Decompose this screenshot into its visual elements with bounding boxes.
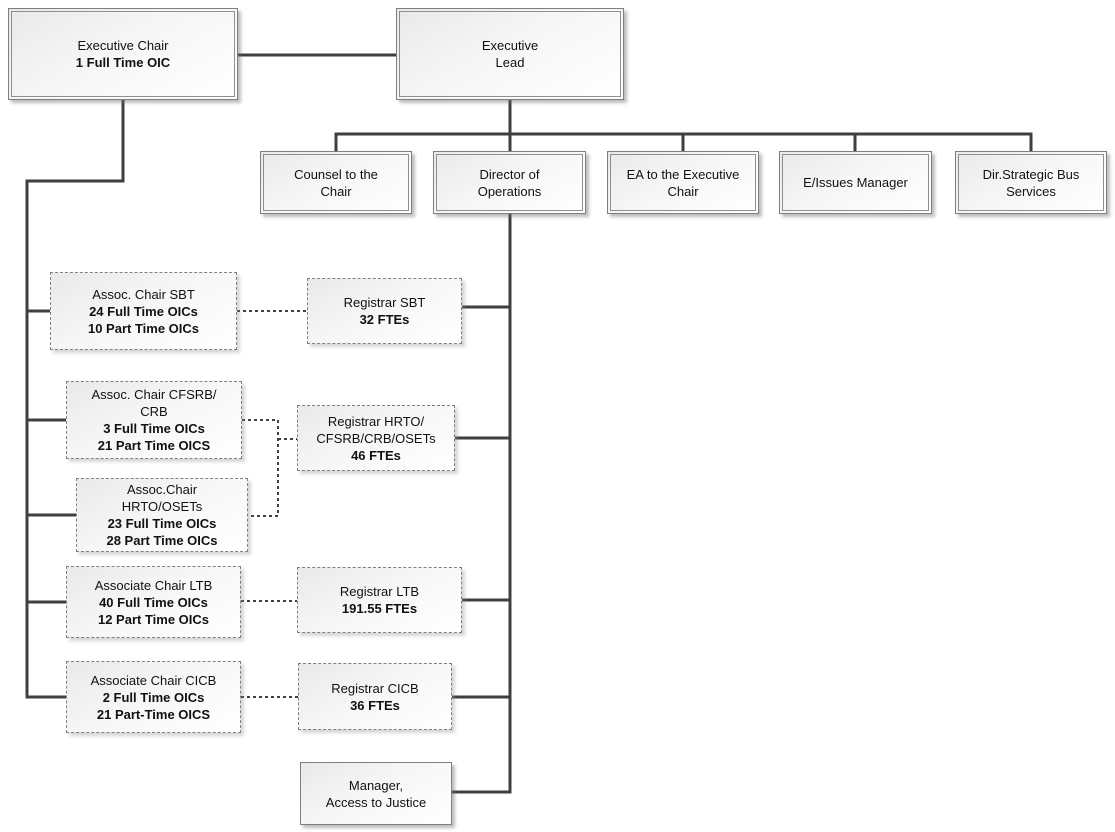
org-box-assoc-chair-hrto-osets: Assoc.Chair HRTO/OSETs 23 Full Time OICs… (76, 478, 248, 552)
box-title: CRB (140, 404, 168, 419)
connector-exec-chair-left-trunk (25, 100, 125, 699)
box-detail: 24 Full Time OICs (89, 303, 198, 319)
box-detail: 21 Part-Time OICS (96, 706, 211, 722)
org-box-associate-chair-cicb: Associate Chair CICB 2 Full Time OICs 21… (66, 661, 241, 733)
org-box-associate-chair-ltb: Associate Chair LTB 40 Full Time OICs 12… (66, 566, 241, 638)
org-box-manager-access-to-justice: Manager, Access to Justice (300, 762, 452, 825)
box-title: Executive Chair (77, 38, 169, 53)
box-title: Chair (667, 183, 699, 199)
box-title: Registrar LTB (339, 584, 420, 599)
org-box-eissues-manager: E/Issues Manager (779, 151, 932, 214)
box-detail: 40 Full Time OICs (99, 594, 208, 610)
org-box-dir-strategic-bus-services: Dir.Strategic Bus Services (955, 151, 1107, 214)
box-title: E/Issues Manager (803, 175, 908, 190)
box-title: Assoc. Chair CFSRB/ (91, 387, 217, 402)
connector-director-trunk-to-manager (452, 214, 512, 794)
box-detail: 28 Part Time OICs (106, 533, 218, 548)
box-title: Assoc. Chair SBT (92, 286, 195, 302)
box-title: Chair (320, 183, 352, 199)
box-title: HRTO/OSETs (121, 499, 203, 514)
org-box-director-of-operations: Director of Operations (433, 151, 586, 214)
box-detail: 32 FTEs (359, 312, 410, 327)
box-title: Registrar CICB (331, 680, 419, 696)
box-detail: 1 Full Time OIC (75, 55, 171, 70)
box-detail: 191.55 FTEs (341, 601, 418, 616)
box-title: Operations (477, 183, 542, 199)
box-title: Services (1006, 183, 1056, 199)
org-box-registrar-hrto-cfsrb-crb-osets: Registrar HRTO/ CFSRB/CRB/OSETs 46 FTEs (297, 405, 455, 471)
box-title: Counsel to the (294, 166, 378, 182)
box-title: Dir.Strategic Bus (982, 166, 1080, 182)
box-detail: 23 Full Time OICs (107, 516, 217, 531)
box-detail: 36 FTEs (350, 697, 400, 713)
box-detail: 46 FTEs (351, 447, 401, 463)
box-title: Director of (479, 166, 540, 182)
org-box-registrar-ltb: Registrar LTB 191.55 FTEs (297, 567, 462, 633)
org-box-ea-to-executive-chair: EA to the Executive Chair (607, 151, 759, 214)
org-box-executive-chair: Executive Chair 1 Full Time OIC (8, 8, 238, 100)
box-title: Executive (481, 38, 539, 53)
dotted-cfsrb-hrto-link (242, 419, 279, 517)
box-title: Registrar HRTO/ (327, 413, 425, 429)
org-box-registrar-sbt: Registrar SBT 32 FTEs (307, 278, 462, 344)
box-detail: 2 Full Time OICs (102, 689, 205, 705)
box-detail: 10 Part Time OICs (87, 320, 200, 336)
box-detail: 12 Part Time OICs (97, 611, 210, 627)
box-detail: 3 Full Time OICs (103, 421, 205, 436)
org-box-executive-lead: Executive Lead (396, 8, 624, 100)
box-title: Associate Chair LTB (94, 577, 213, 593)
box-title: Registrar SBT (343, 295, 426, 310)
box-title: CFSRB/CRB/OSETs (316, 430, 436, 446)
org-box-assoc-chair-cfsrb-crb: Assoc. Chair CFSRB/ CRB 3 Full Time OICs… (66, 381, 242, 459)
box-detail: 21 Part Time OICS (97, 438, 211, 453)
box-title: Access to Justice (325, 794, 427, 810)
org-box-counsel-to-the-chair: Counsel to the Chair (260, 151, 412, 214)
org-box-assoc-chair-sbt: Assoc. Chair SBT 24 Full Time OICs 10 Pa… (50, 272, 237, 350)
box-title: Manager, (348, 777, 404, 793)
box-title: Associate Chair CICB (90, 672, 217, 688)
box-title: EA to the Executive (626, 166, 740, 182)
box-title: Assoc.Chair (126, 482, 198, 497)
box-title: Lead (495, 55, 525, 70)
org-box-registrar-cicb: Registrar CICB 36 FTEs (298, 663, 452, 730)
